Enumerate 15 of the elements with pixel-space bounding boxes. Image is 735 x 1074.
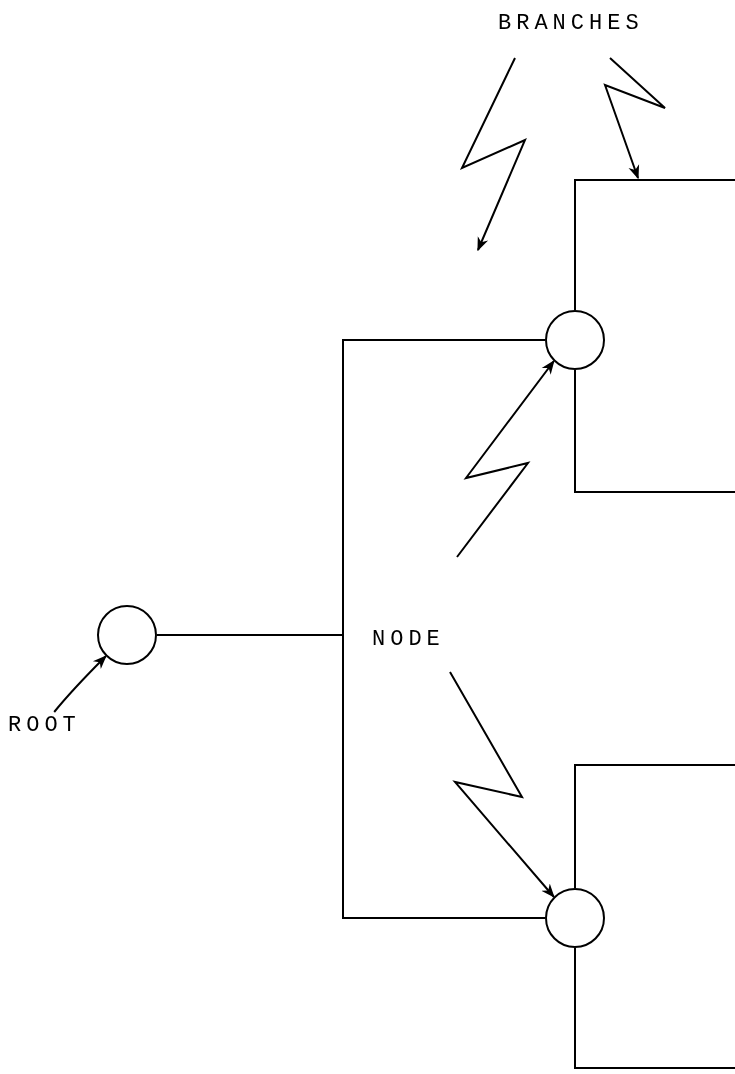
- connector-line: [574, 179, 735, 311]
- connector-line: [574, 764, 735, 889]
- label-text: NODE: [372, 626, 456, 654]
- node-circle: [545, 310, 605, 370]
- label-text: BRANCHES: [498, 10, 664, 38]
- label-text: ROOT: [8, 712, 92, 740]
- connector-line: [574, 947, 735, 1069]
- node-circle: [97, 605, 157, 665]
- leader-arrow: [456, 360, 555, 558]
- connector-line: [574, 369, 735, 493]
- leader-arrow: [603, 57, 666, 180]
- leader-arrow: [459, 57, 527, 252]
- node-circle: [545, 888, 605, 948]
- leader-arrow: [449, 671, 555, 898]
- leader-arrow: [53, 655, 107, 713]
